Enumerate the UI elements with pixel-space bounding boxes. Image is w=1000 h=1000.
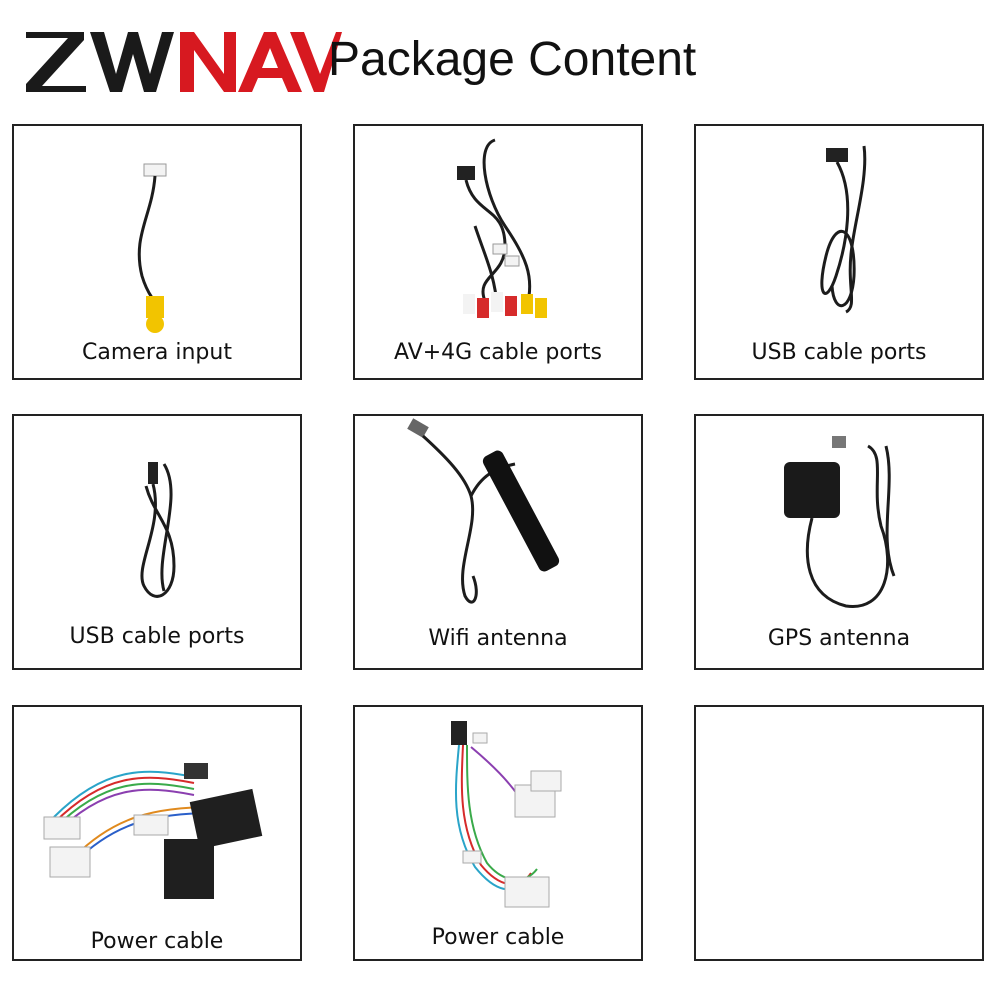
item-label: GPS antenna: [767, 626, 911, 651]
item-label: USB cable ports: [751, 340, 927, 365]
av-4g-cable-image: [457, 138, 547, 318]
item-usb-cable-ports-2: USB cable ports: [12, 414, 302, 670]
item-label: Camera input: [82, 340, 232, 365]
item-av-4g-cable-ports: AV+4G cable ports: [353, 124, 643, 380]
item-label: AV+4G cable ports: [394, 340, 602, 365]
power-cable-harness-image: [43, 763, 263, 899]
power-cable-harness-image: [451, 721, 562, 908]
usb-cable-image: [140, 462, 176, 598]
item-power-cable-2: Power cable: [353, 705, 643, 961]
item-wifi-antenna: Wifi antenna: [353, 414, 643, 670]
usb-cable-image: [820, 145, 867, 314]
item-empty: [694, 705, 984, 961]
item-label: Power cable: [431, 925, 565, 950]
item-label: Power cable: [90, 929, 224, 954]
page-title: Package Content: [328, 33, 697, 86]
item-label: USB cable ports: [69, 624, 245, 649]
brand-logo: [26, 32, 342, 92]
item-gps-antenna: GPS antenna: [694, 414, 984, 670]
wifi-antenna-image: [407, 418, 560, 604]
gps-antenna-image: [784, 436, 896, 608]
camera-input-cable-image: [137, 163, 167, 333]
page-header: Package Content: [0, 0, 1000, 115]
item-label: Wifi antenna: [428, 626, 568, 651]
item-camera-input: Camera input: [12, 124, 302, 380]
item-usb-cable-ports-1: USB cable ports: [694, 124, 984, 380]
item-power-cable-1: Power cable: [12, 705, 302, 961]
